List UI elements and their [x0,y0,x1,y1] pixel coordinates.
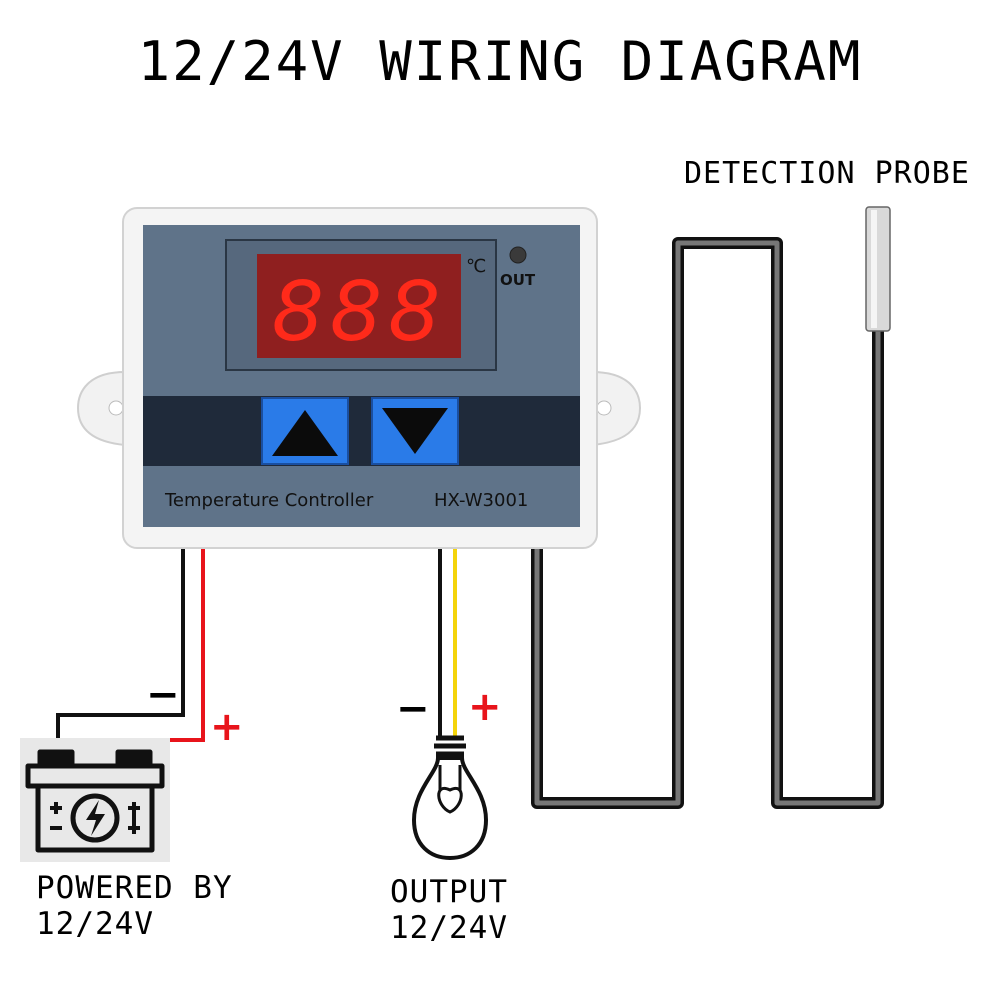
mounting-ear-left [76,370,126,447]
controller-name: Temperature Controller [164,490,374,511]
output-plus-sign: + [468,684,502,730]
mounting-ear-right [591,370,642,447]
probe-cable [531,237,884,809]
led-display [257,254,461,358]
power-label: POWERED BY 12/24V [36,870,233,942]
power-label-line2: 12/24V [36,906,154,942]
light-bulb-icon [411,735,489,861]
power-label-line1: POWERED BY [36,870,233,906]
temperature-controller [76,207,642,549]
output-wires [438,545,457,738]
led-digits: 888 [272,265,447,360]
power-plus-sign: + [210,704,244,750]
out-indicator-led [509,246,527,264]
output-minus-sign: − [396,686,430,732]
output-label-line2: 12/24V [390,910,508,946]
probe-label: DETECTION PROBE [684,156,970,191]
out-label: OUT [500,271,536,289]
celsius-unit: ℃ [466,256,486,277]
diagram-title: 12/24V WIRING DIAGRAM [137,30,863,93]
output-label: OUTPUT 12/24V [390,874,508,946]
output-label-line1: OUTPUT [390,874,508,910]
power-wires [56,545,205,752]
down-arrow-icon [382,408,448,454]
battery-icon [20,738,170,862]
probe-icon [865,206,891,332]
up-arrow-icon [272,410,338,456]
controller-model: HX-W3001 [434,490,528,511]
power-minus-sign: − [146,672,180,718]
